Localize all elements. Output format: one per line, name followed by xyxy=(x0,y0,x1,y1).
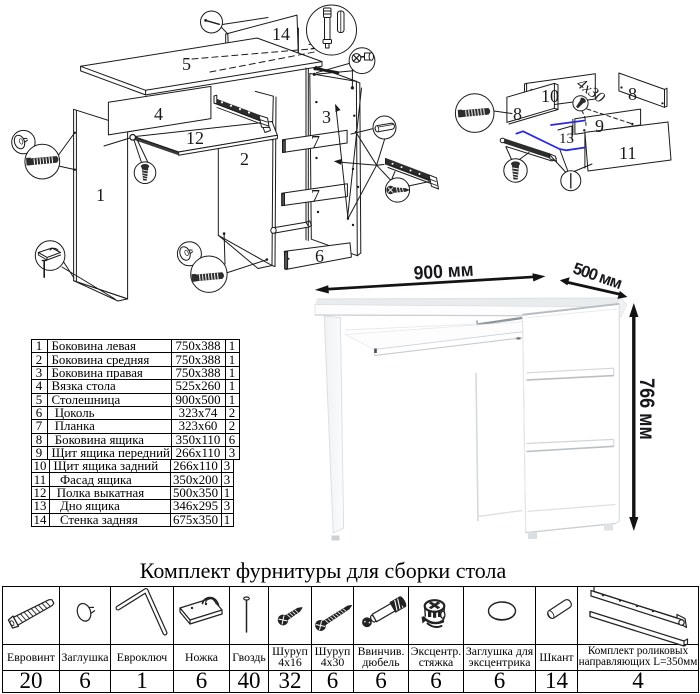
svg-text:8: 8 xyxy=(628,84,637,104)
svg-text:14: 14 xyxy=(272,24,290,44)
svg-text:900 мм: 900 мм xyxy=(413,259,474,283)
svg-text:9: 9 xyxy=(595,116,604,136)
svg-text:6: 6 xyxy=(315,246,324,266)
svg-text:5: 5 xyxy=(182,54,191,74)
svg-text:7: 7 xyxy=(311,186,320,206)
svg-text:766 мм: 766 мм xyxy=(635,378,659,440)
svg-text:12: 12 xyxy=(186,128,204,148)
svg-text:8: 8 xyxy=(513,104,522,124)
svg-text:13: 13 xyxy=(559,131,574,147)
svg-text:11: 11 xyxy=(619,143,636,163)
svg-text:10: 10 xyxy=(541,86,559,106)
svg-text:4: 4 xyxy=(154,104,163,124)
svg-text:1: 1 xyxy=(96,185,105,205)
svg-text:3: 3 xyxy=(322,107,331,127)
svg-text:7: 7 xyxy=(311,132,320,152)
svg-text:2: 2 xyxy=(240,149,249,169)
